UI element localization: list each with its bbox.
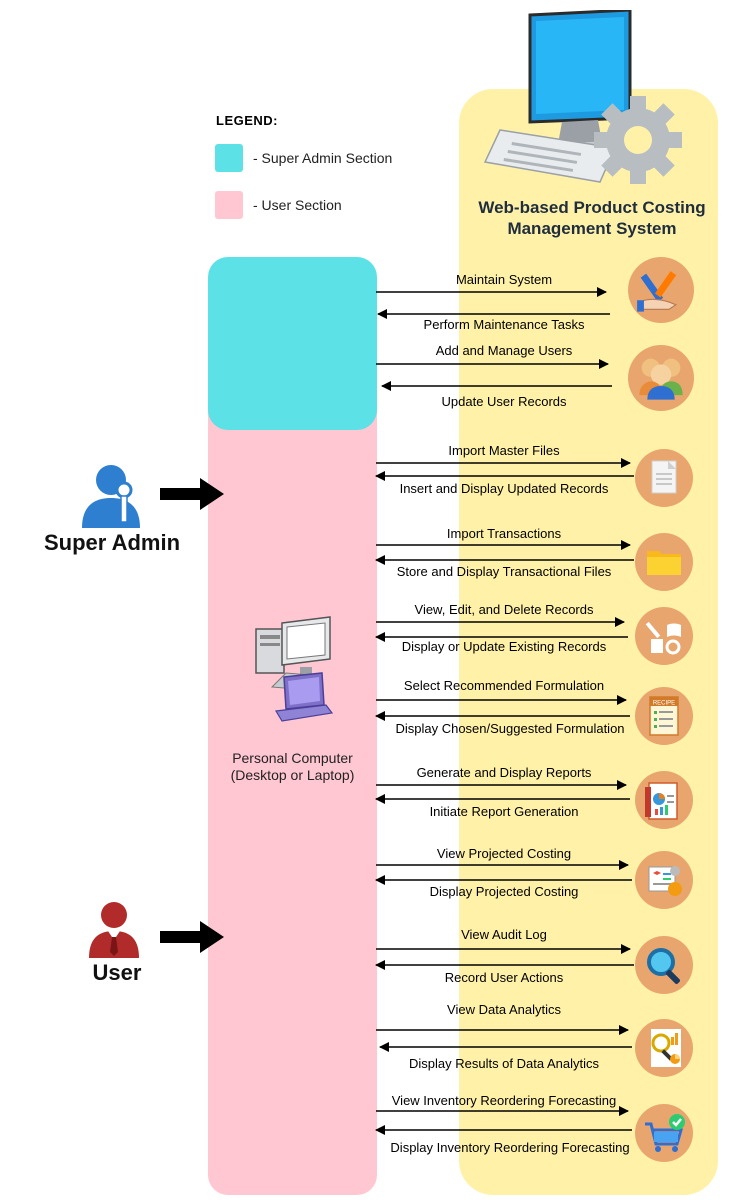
desktop-and-laptop-icon: [255, 616, 334, 722]
request-label: View Projected Costing: [436, 846, 572, 861]
legend-swatch-super-admin: [215, 144, 243, 172]
personal-computer-label: Personal Computer (Desktop or Laptop): [208, 750, 377, 784]
recipe-icon-text: RECIPE: [653, 701, 675, 707]
response-label: Display Results of Data Analytics: [408, 1056, 600, 1071]
response-label: Update User Records: [441, 394, 567, 409]
folder-icon: [635, 533, 693, 591]
records-edit-icon: [635, 607, 693, 665]
document-icon: [635, 449, 693, 507]
user-label: User: [92, 960, 142, 985]
response-label: Display Chosen/Suggested Formulation: [395, 721, 625, 736]
report-icon: [635, 771, 693, 829]
pc-label-line1: Personal Computer: [232, 750, 353, 766]
system-title-line2: Management System: [507, 219, 677, 238]
maintenance-tools-icon: [628, 257, 694, 323]
response-label: Insert and Display Updated Records: [399, 481, 609, 496]
response-label: Display Inventory Reordering Forecasting: [390, 1140, 630, 1155]
admin-with-key-icon: [82, 465, 140, 528]
super-admin-section-panel: [208, 257, 377, 430]
users-group-icon: [628, 345, 694, 411]
super-admin-entry-arrow: [160, 478, 224, 510]
response-label: Record User Actions: [444, 970, 564, 985]
response-label: Display Projected Costing: [429, 884, 579, 899]
costing-icon: [635, 851, 693, 909]
user-entry-arrow: [160, 921, 224, 953]
request-label: View Inventory Reordering Forecasting: [391, 1093, 617, 1108]
legend-title: LEGEND:: [216, 113, 278, 128]
request-label: Select Recommended Formulation: [403, 678, 605, 693]
system-title-line1: Web-based Product Costing: [478, 198, 706, 217]
request-label: View Data Analytics: [447, 1002, 561, 1017]
super-admin-label: Super Admin: [43, 530, 181, 555]
shopping-cart-check-icon: [635, 1104, 693, 1162]
recipe-icon: RECIPE: [635, 687, 693, 745]
response-label: Display or Update Existing Records: [401, 639, 607, 654]
response-label: Perform Maintenance Tasks: [423, 317, 585, 332]
request-label: Maintain System: [455, 272, 553, 287]
legend-swatch-user: [215, 191, 243, 219]
analytics-icon: [635, 1019, 693, 1077]
legend-label-user: - User Section: [253, 197, 342, 213]
legend-label-super-admin: - Super Admin Section: [253, 150, 393, 166]
request-label: View Audit Log: [461, 927, 547, 942]
request-label: Import Transactions: [446, 526, 562, 541]
request-label: Add and Manage Users: [435, 343, 573, 358]
request-label: Import Master Files: [448, 443, 560, 458]
response-label: Initiate Report Generation: [429, 804, 579, 819]
user-in-suit-icon: [89, 902, 139, 958]
system-title: Web-based Product Costing Management Sys…: [462, 197, 722, 239]
request-label: Generate and Display Reports: [416, 765, 592, 780]
user-section-panel: [208, 355, 377, 1195]
pc-label-line2: (Desktop or Laptop): [230, 767, 355, 783]
response-label: Store and Display Transactional Files: [396, 564, 612, 579]
magnifier-icon: [635, 936, 693, 994]
request-label: View, Edit, and Delete Records: [414, 602, 594, 617]
desktop-computer-gear-icon: [483, 10, 682, 184]
